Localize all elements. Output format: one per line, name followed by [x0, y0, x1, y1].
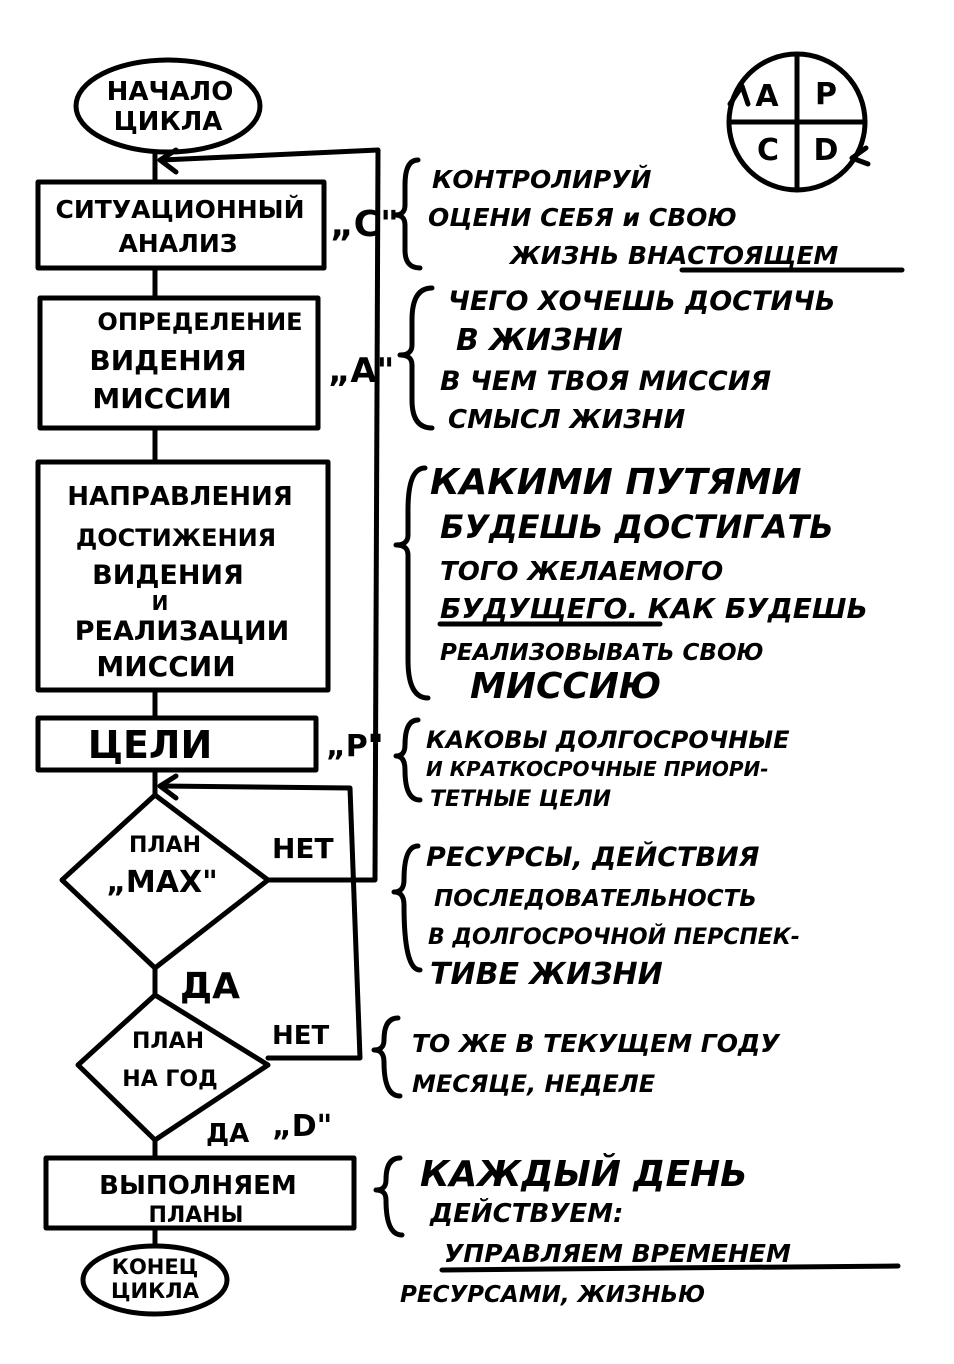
pdca-c: C: [757, 133, 779, 168]
note-p-3: ТЕТНЫЕ ЦЕЛИ: [430, 787, 611, 812]
brace-a: [397, 285, 435, 431]
plan-max-line-1: ПЛАН: [129, 833, 201, 858]
execute-box: [43, 1155, 357, 1231]
note-d-2: ДЕЙСТВУЕМ:: [429, 1197, 623, 1229]
end-label-1: КОНЕЦ: [112, 1255, 198, 1279]
note-d-1: КАЖДЫЙ ДЕНЬ: [420, 1153, 748, 1195]
brace-directions: [393, 465, 431, 701]
plan-max-diamond: [59, 792, 271, 971]
note-a-3: В ЧЕМ ТВОЯ МИССИЯ: [440, 366, 771, 397]
start-terminal: [73, 57, 263, 155]
directions-line-2: ДОСТИЖЕНИЯ: [76, 524, 276, 552]
note-max-3: В ДОЛГОСРОЧНОЙ ПЕРСПЕК-: [428, 924, 800, 950]
note-a-2: В ЖИЗНИ: [456, 323, 623, 358]
note-d-4: РЕСУРСАМИ, ЖИЗНЬЮ: [400, 1282, 705, 1308]
note-dir-6: МИССИЮ: [470, 666, 661, 707]
note-c-3: ЖИЗНЬ ВНАСТОЯЩЕМ: [508, 241, 838, 270]
plan-year-line-2: НА ГОД: [122, 1067, 217, 1092]
note-d-3: УПРАВЛЯЕМ ВРЕМЕНЕМ: [444, 1239, 791, 1268]
phase-label-c: „C": [330, 204, 399, 245]
pdca-p: P: [815, 77, 837, 112]
situation-line-1: СИТУАЦИОННЫЙ: [56, 195, 305, 224]
yes-label-max: ДА: [180, 966, 240, 1007]
note-max-2: ПОСЛЕДОВАТЕЛЬНОСТЬ: [434, 886, 757, 912]
note-dir-1: КАКИМИ ПУТЯМИ: [430, 462, 801, 503]
note-a-4: СМЫСЛ ЖИЗНИ: [448, 405, 685, 435]
note-c-1: КОНТРОЛИРУЙ: [432, 165, 652, 194]
note-max-1: РЕСУРСЫ, ДЕЙСТВИЯ: [426, 841, 760, 873]
directions-line-6: МИССИИ: [96, 650, 235, 683]
brace-d: [373, 1155, 405, 1238]
note-c-2: ОЦЕНИ СЕБЯ и СВОЮ: [428, 203, 737, 232]
phase-label-d: „D": [272, 1109, 332, 1144]
brace-year: [371, 1015, 403, 1099]
brace-max: [391, 843, 423, 973]
note-a-1: ЧЕГО ХОЧЕШЬ ДОСТИЧЬ: [448, 286, 835, 317]
note-year-2: МЕСЯЦЕ, НЕДЕЛЕ: [412, 1070, 656, 1098]
note-max-4: ТИВЕ ЖИЗНИ: [430, 957, 663, 992]
vision-line-2: ВИДЕНИЯ: [89, 344, 246, 377]
note-p-1: КАКОВЫ ДОЛГОСРОЧНЫЕ: [426, 726, 790, 754]
execute-line-2: ПЛАНЫ: [149, 1203, 244, 1228]
plan-max-line-2: „MAX": [106, 865, 218, 900]
situation-line-2: АНАЛИЗ: [118, 229, 237, 258]
vision-box: [37, 295, 321, 431]
brace-p: [393, 717, 423, 803]
note-dir-5: РЕАЛИЗОВЫВАТЬ СВОЮ: [440, 640, 764, 666]
pdca-d: D: [814, 133, 839, 168]
note-p-2: И КРАТКОСРОЧНЫЕ ПРИОРИ-: [426, 757, 769, 781]
goals-box: [35, 715, 319, 773]
vision-line-1: ОПРЕДЕЛЕНИЕ: [97, 308, 302, 336]
no-label-year: НЕТ: [272, 1021, 330, 1051]
no-label-max: НЕТ: [272, 832, 334, 865]
directions-box: [35, 459, 331, 693]
brace-c: [392, 157, 423, 271]
goals-label: ЦЕЛИ: [88, 723, 213, 767]
plan-year-line-1: ПЛАН: [132, 1029, 204, 1054]
execute-line-1: ВЫПОЛНЯЕМ: [99, 1171, 297, 1201]
phase-label-a: „A": [328, 351, 394, 391]
situation-box: [35, 179, 327, 271]
phase-label-p: „P": [326, 729, 383, 764]
start-label-1: НАЧАЛО: [107, 77, 234, 107]
vision-line-3: МИССИИ: [92, 382, 231, 415]
plan-year-diamond: [75, 992, 271, 1143]
note-dir-3: ТОГО ЖЕЛАЕМОГО: [440, 557, 723, 587]
note-dir-4: БУДУЩЕГО. КАК БУДЕШЬ: [440, 592, 868, 625]
pdca-a: A: [755, 79, 779, 114]
directions-line-5: РЕАЛИЗАЦИИ: [75, 616, 289, 647]
directions-line-1: НАПРАВЛЕНИЯ: [67, 482, 293, 512]
note-year-1: ТО ЖЕ В ТЕКУЩЕМ ГОДУ: [412, 1029, 781, 1058]
start-label-2: ЦИКЛА: [114, 107, 223, 137]
end-label-2: ЦИКЛА: [111, 1279, 200, 1303]
directions-line-3: ВИДЕНИЯ: [92, 560, 244, 591]
end-terminal: [80, 1243, 230, 1317]
yes-label-year: ДА: [206, 1119, 249, 1149]
note-dir-2: БУДЕШЬ ДОСТИГАТЬ: [440, 508, 834, 546]
directions-line-4: И: [152, 591, 169, 615]
